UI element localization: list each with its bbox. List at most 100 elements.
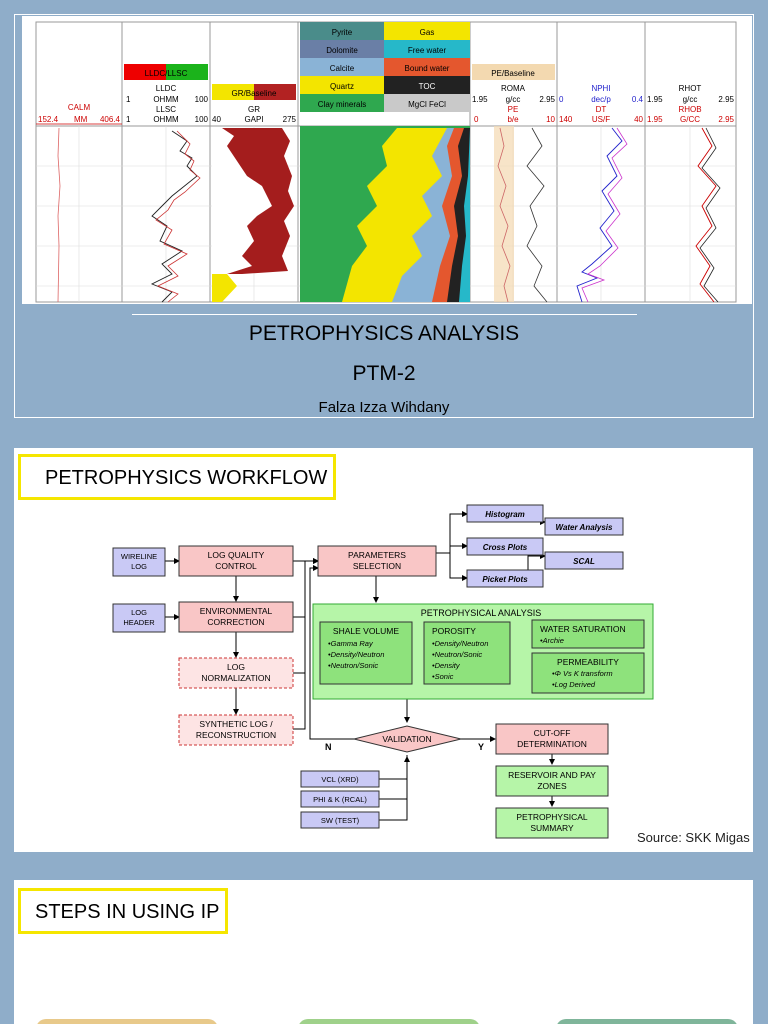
shale-volume-box <box>319 621 413 685</box>
shale-item-2: •Density/Neutron <box>328 650 384 659</box>
cutoff-label-2: DETERMINATION <box>517 739 587 749</box>
wireline-log-box <box>112 547 166 577</box>
wireline-log-label-1: WIRELINE <box>121 552 157 561</box>
llsc-curve <box>155 130 201 303</box>
nphi-unit: dec/p <box>591 95 611 104</box>
lldc-badge-label: LLDC/LLSC <box>145 69 188 78</box>
cross-plots-label: Cross Plots <box>483 543 528 552</box>
permeability-item-1: •Φ Vs K transform <box>552 669 613 678</box>
vcl-xrd-label: VCL (XRD) <box>321 775 359 784</box>
pe-badge-label: PE/Baseline <box>491 69 535 78</box>
synthetic-log-box <box>178 714 294 746</box>
scal-box <box>544 551 624 570</box>
dt-label: DT <box>596 105 607 114</box>
lldc-badge-green <box>166 64 208 80</box>
workflow-title: PETROPHYSICS WORKFLOW <box>18 454 336 500</box>
dt-curve <box>581 127 628 303</box>
legend-gas: Gas <box>420 28 435 37</box>
reservoir-label-1: RESERVOIR AND PAY <box>508 770 596 780</box>
calm-label: CALM <box>68 103 91 112</box>
gr-max: 275 <box>283 115 297 124</box>
presentation-title: PETROPHYSICS ANALYSIS <box>248 322 520 345</box>
lldc-curve-label: LLDC <box>156 84 177 93</box>
well-name: PTM-2 <box>352 362 416 385</box>
nphi-max: 0.4 <box>632 95 644 104</box>
roma-label: ROMA <box>501 84 526 93</box>
reservoir-label-2: ZONES <box>537 781 567 791</box>
log-quality-control-box <box>178 545 294 577</box>
pe-baseline-fill <box>494 126 514 302</box>
llsc-min: 1 <box>126 115 131 124</box>
rhob-label: RHOB <box>678 105 701 114</box>
legend-calcite: Calcite <box>330 64 355 73</box>
legend-clay: Clay minerals <box>318 100 366 109</box>
legend-pyrite: Pyrite <box>332 28 353 37</box>
shale-volume-title: SHALE VOLUME <box>333 626 399 636</box>
rhob-unit: G/CC <box>680 115 700 124</box>
pa-title: PETROPHYSICAL ANALYSIS <box>421 608 542 618</box>
params-label-1: PARAMETERS <box>348 550 406 560</box>
dt-unit: US/F <box>592 115 610 124</box>
gr-min: 40 <box>212 115 221 124</box>
well-log-panel: CALM 152.4 MM 406.4 LLDC/LLSC LLDC 1 OHM… <box>22 16 752 304</box>
synth-label-2: RECONSTRUCTION <box>196 730 276 740</box>
gr-unit: GAPI <box>244 115 263 124</box>
llsc-max: 100 <box>195 115 209 124</box>
environmental-correction-box <box>178 601 294 633</box>
roma-unit: g/cc <box>506 95 521 104</box>
wireline-log-label-2: LOG <box>131 562 147 571</box>
permeability-title: PERMEABILITY <box>557 657 619 667</box>
lldc-unit: OHMM <box>153 95 179 104</box>
title-divider <box>132 314 637 315</box>
pe-max: 10 <box>546 115 555 124</box>
reservoir-pay-zones-box <box>495 765 609 797</box>
phi-k-rcal-box <box>300 790 380 808</box>
gr-sand-fill <box>212 274 237 302</box>
water-analysis-box <box>544 517 624 536</box>
roma-curve <box>526 127 548 303</box>
rhot-curve <box>699 127 721 303</box>
permeability-box <box>531 652 645 694</box>
scal-label: SCAL <box>573 557 595 566</box>
workflow-diagram: WIRELINE LOG LOG HEADER LOG QUALITY CONT… <box>112 504 654 839</box>
slide-workflow: PETROPHYSICS WORKFLOW <box>0 432 768 864</box>
log-header-label-2: HEADER <box>123 618 155 627</box>
vcl-xrd-box <box>300 770 380 788</box>
lldc-max: 100 <box>195 95 209 104</box>
shale-item-1: •Gamma Ray <box>328 639 374 648</box>
pe-badge <box>472 64 555 80</box>
legend-dolomite: Dolomite <box>326 46 358 55</box>
lithology-legend: Pyrite Dolomite Calcite Quartz Clay mine… <box>300 22 470 112</box>
lldc-min: 1 <box>126 95 131 104</box>
petrophysical-summary-box <box>495 807 609 839</box>
summary-label-1: PETROPHYSICAL <box>516 812 588 822</box>
validation-no-label: N <box>325 742 332 752</box>
gr-badge-red <box>254 84 296 100</box>
nphi-min: 0 <box>559 95 564 104</box>
water-saturation-box <box>531 619 645 649</box>
gr-fill <box>222 128 294 274</box>
calm-unit: MM <box>74 115 88 124</box>
parameters-selection-box <box>317 545 437 577</box>
validation-label: VALIDATION <box>382 734 431 744</box>
porosity-title: POROSITY <box>432 626 476 636</box>
params-label-2: SELECTION <box>353 561 401 571</box>
legend-mgcl-fecl: MgCl FeCl <box>408 100 446 109</box>
norm-label-1: LOG <box>227 662 245 672</box>
legend-toc: TOC <box>419 82 436 91</box>
porosity-box <box>423 621 511 685</box>
validation-yes-label: Y <box>478 742 484 752</box>
log-header-label-1: LOG <box>131 608 147 617</box>
pe-curve <box>497 127 511 303</box>
picket-plots-label: Picket Plots <box>482 575 528 584</box>
step-pill-1 <box>36 1019 218 1024</box>
env-label-2: CORRECTION <box>207 617 264 627</box>
synth-label-1: SYNTHETIC LOG / <box>199 719 273 729</box>
rhob-max: 2.95 <box>718 115 734 124</box>
nphi-label: NPHI <box>591 84 610 93</box>
rhot-label: RHOT <box>679 84 702 93</box>
slide-title: CALM 152.4 MM 406.4 LLDC/LLSC LLDC 1 OHM… <box>0 0 768 432</box>
calm-max: 406.4 <box>100 115 121 124</box>
phi-k-rcal-label: PHI & K (RCAL) <box>313 795 367 804</box>
author-name: Falza Izza Wihdany <box>318 399 450 416</box>
